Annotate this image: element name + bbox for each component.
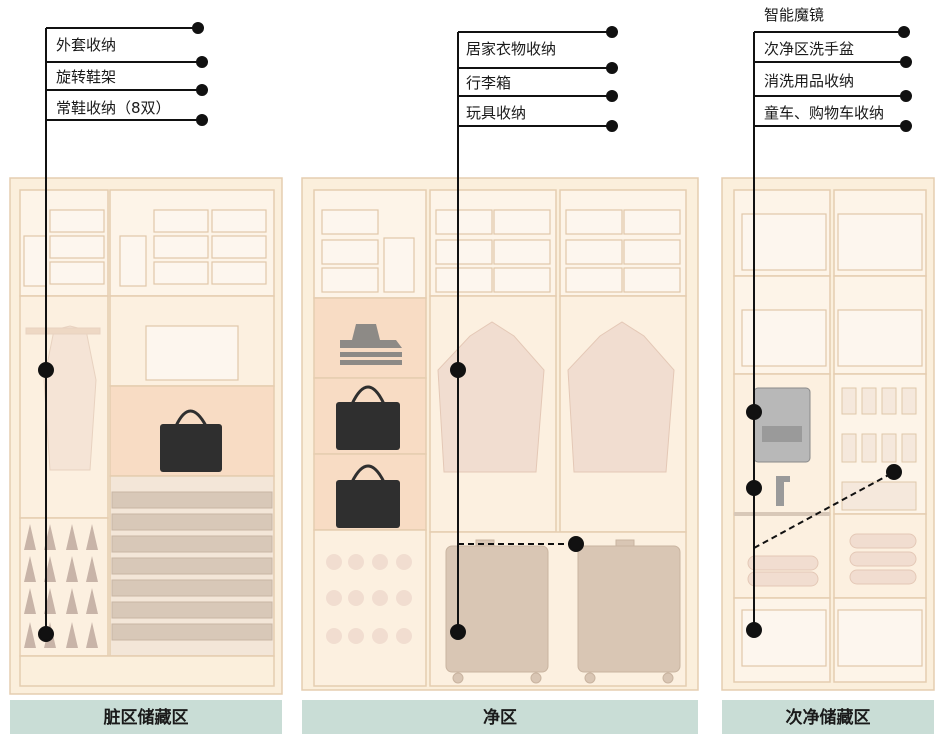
- leaders-dirty: [38, 22, 208, 642]
- label-home-clothes: 居家衣物收纳: [466, 40, 556, 58]
- toy-balls-icon: [326, 554, 412, 644]
- shirt-icon-2: [567, 321, 675, 473]
- handbag-icon-2: [336, 385, 400, 450]
- caption-bar-clean: [302, 700, 698, 734]
- caption-dirty: 脏区储藏区: [104, 707, 189, 728]
- label-toy-storage: 玩具收纳: [466, 104, 526, 122]
- leaders-semi: [746, 26, 912, 638]
- smart-mirror-icon: [753, 387, 811, 463]
- label-daily-shoe-storage: 常鞋收纳（8双）: [56, 99, 171, 117]
- hat-stack-icon: [340, 324, 402, 365]
- caption-semi: 次净储藏区: [786, 707, 871, 728]
- towel-rolls-icon: [747, 533, 917, 587]
- clean-boxes: [321, 209, 681, 293]
- shirt-icon: [437, 321, 545, 473]
- suitcase-icon: [445, 539, 549, 684]
- handbag-icon-3: [336, 464, 400, 528]
- dirty-boxes: [23, 209, 267, 381]
- bottle-icons: [841, 387, 917, 511]
- label-wash-basin: 次净区洗手盆: [764, 40, 854, 58]
- coat-icon: [25, 325, 101, 471]
- leaders-clean: [450, 26, 618, 640]
- handbag-icon: [160, 409, 222, 472]
- label-cleaning-supplies: 消洗用品收纳: [764, 72, 854, 90]
- suitcase-icon-2: [577, 539, 681, 684]
- faucet-icon: [734, 476, 830, 516]
- label-coat-storage: 外套收纳: [56, 36, 116, 54]
- caption-clean: 净区: [483, 707, 517, 728]
- caption-bar-dirty: [10, 700, 282, 734]
- label-rotating-shoe-rack: 旋转鞋架: [56, 68, 116, 86]
- label-suitcase: 行李箱: [466, 74, 511, 92]
- label-stroller-cart: 童车、购物车收纳: [764, 104, 884, 122]
- caption-bar-semi: [722, 700, 934, 734]
- dirty-drawers: [111, 491, 273, 641]
- semi-boxes: [741, 213, 923, 667]
- label-smart-mirror: 智能魔镜: [764, 6, 824, 24]
